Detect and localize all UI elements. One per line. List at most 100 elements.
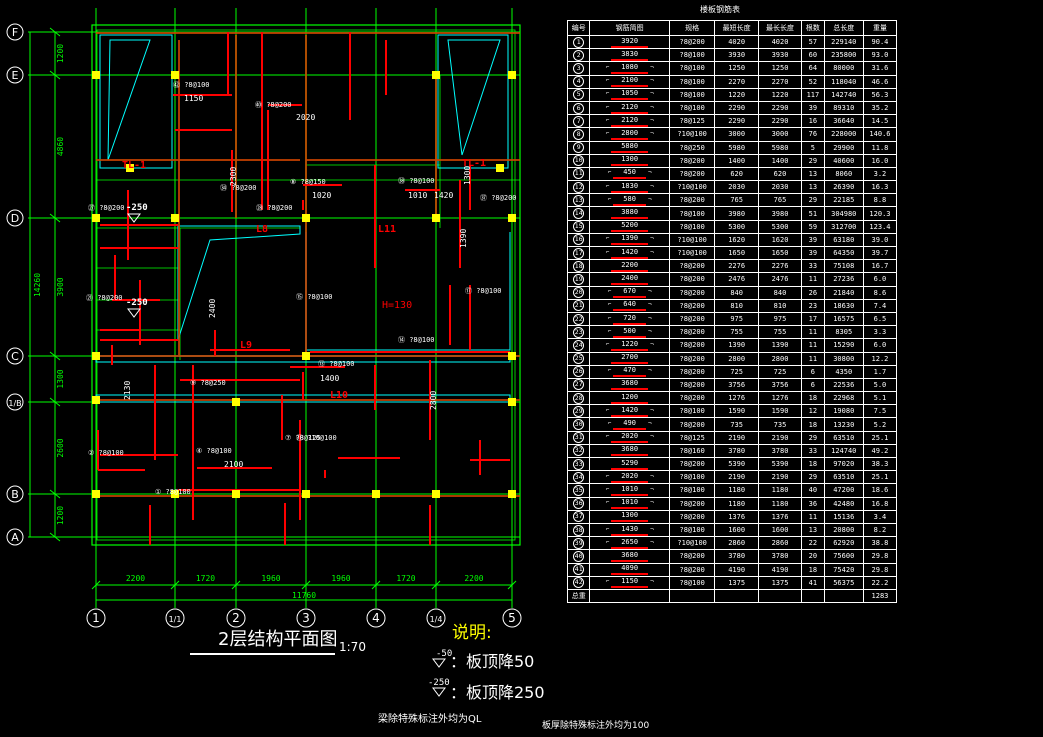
table-cell: 76 — [801, 127, 825, 142]
rebar-shape: 3680 — [589, 377, 670, 393]
table-cell: 39 — [801, 100, 825, 116]
rebar-length: 5290 — [611, 459, 649, 470]
rebar-length: 1010 — [611, 485, 649, 496]
column — [126, 164, 134, 172]
grid-bubble — [296, 608, 316, 628]
table-cell: ?8@200 — [668, 338, 716, 353]
rebar-length: 1420 — [611, 406, 649, 417]
row-id: 15 — [566, 219, 591, 234]
rebar-dimension: 2400 — [208, 299, 217, 318]
hook-icon: ⌐ — [607, 301, 612, 309]
column — [372, 490, 380, 498]
column — [171, 214, 179, 222]
table-cell: 6.0 — [862, 338, 898, 353]
table-cell: 40600 — [823, 153, 864, 168]
row-id-circle: 25 — [573, 353, 585, 365]
grid-label: E — [12, 69, 19, 82]
dim-tick — [49, 351, 61, 361]
table-cell: 23 — [801, 298, 825, 313]
table-cell: 29900 — [823, 140, 864, 155]
table-cell: 228000 — [823, 127, 864, 142]
hook-icon: ⌐ — [605, 406, 610, 414]
rebar-shape: 1300 — [589, 509, 670, 524]
rebar-length: 1300 — [611, 511, 649, 523]
grid-bubble — [86, 608, 106, 628]
table-cell: 1390 — [757, 338, 803, 353]
rebar-shape: ⌐2020¬ — [589, 430, 670, 445]
table-cell: ?8@200 — [668, 311, 716, 327]
table-cell: 2290 — [714, 114, 759, 129]
table-cell: 1.7 — [862, 364, 898, 379]
table-cell: ?8@200 — [668, 496, 716, 511]
table-cell: ?8@200 — [668, 193, 716, 208]
dim-value: 2200 — [126, 574, 145, 583]
table-cell: 1590 — [757, 404, 803, 419]
row-id: 5 — [566, 87, 591, 102]
note-50-mark: -50 — [436, 649, 452, 659]
column — [432, 71, 440, 79]
table-cell: ?8@100 — [668, 48, 716, 63]
rebar-length: 2120 — [611, 103, 649, 114]
rebar-callout: ⑬ ?8@100 — [318, 360, 355, 368]
level-drop-label: -250 — [126, 203, 148, 213]
table-cell: 25.1 — [862, 470, 898, 485]
grid-label: 2 — [232, 611, 240, 625]
table-cell: 31.6 — [862, 61, 898, 76]
table-cell: 12 — [801, 404, 825, 419]
table-cell: 18630 — [823, 298, 864, 313]
table-cell: 725 — [757, 364, 803, 379]
table-cell: 2276 — [714, 259, 759, 274]
row-id: 9 — [566, 140, 591, 155]
table-cell: 18 — [801, 391, 825, 406]
table-cell: 975 — [757, 311, 803, 327]
hook-icon: ¬ — [647, 327, 652, 335]
grid-label: A — [11, 531, 19, 544]
hook-icon: ⌐ — [607, 169, 612, 177]
rebar-dimension: 2020 — [296, 113, 315, 122]
column — [92, 490, 100, 498]
slab-thickness-label: H=130 — [382, 300, 412, 311]
row-id-circle: 34 — [573, 471, 585, 483]
table-cell: 1390 — [714, 338, 759, 353]
row-id-circle: 30 — [573, 419, 585, 431]
rebar-shape: ⌐2120¬ — [589, 114, 670, 129]
rebar-callout: ㊳ ?8@100 — [398, 177, 435, 185]
row-id: 34 — [566, 470, 591, 485]
table-cell: 1650 — [714, 245, 759, 261]
hook-icon: ⌐ — [605, 129, 610, 137]
rebar-dimension: 2130 — [123, 381, 132, 400]
table-cell: ?10@100 — [668, 127, 716, 142]
row-id-circle: 11 — [573, 168, 585, 180]
rebar-shape: 3920 — [589, 34, 670, 50]
grid-bubble — [6, 393, 24, 411]
table-cell: 56.3 — [862, 87, 898, 102]
rebar-length: 5200 — [611, 221, 649, 233]
rebar-length: 3680 — [611, 379, 649, 391]
rebar-callout: ㉞ ?8@200 — [220, 184, 257, 192]
table-cell: 89310 — [823, 100, 864, 116]
table-cell: ?8@200 — [668, 285, 716, 300]
row-id: 8 — [566, 127, 591, 142]
table-cell: 1620 — [757, 232, 803, 248]
row-id-circle: 18 — [573, 260, 585, 272]
table-cell: 15290 — [823, 338, 864, 353]
row-id: 28 — [566, 391, 591, 406]
rebar-length: 450 — [613, 168, 646, 180]
dim-tick — [91, 580, 101, 590]
row-id-circle: 32 — [573, 445, 585, 457]
rebar-dimension: 2800 — [429, 391, 438, 410]
hook-icon: ⌐ — [607, 288, 612, 296]
table-cell: 8.8 — [862, 193, 898, 208]
table-cell: 17 — [801, 311, 825, 327]
table-cell: 16.3 — [862, 180, 898, 195]
table-cell: 29 — [801, 193, 825, 208]
table-cell: 38.3 — [862, 456, 898, 472]
row-id: 24 — [566, 338, 591, 353]
table-cell: 20800 — [823, 522, 864, 538]
